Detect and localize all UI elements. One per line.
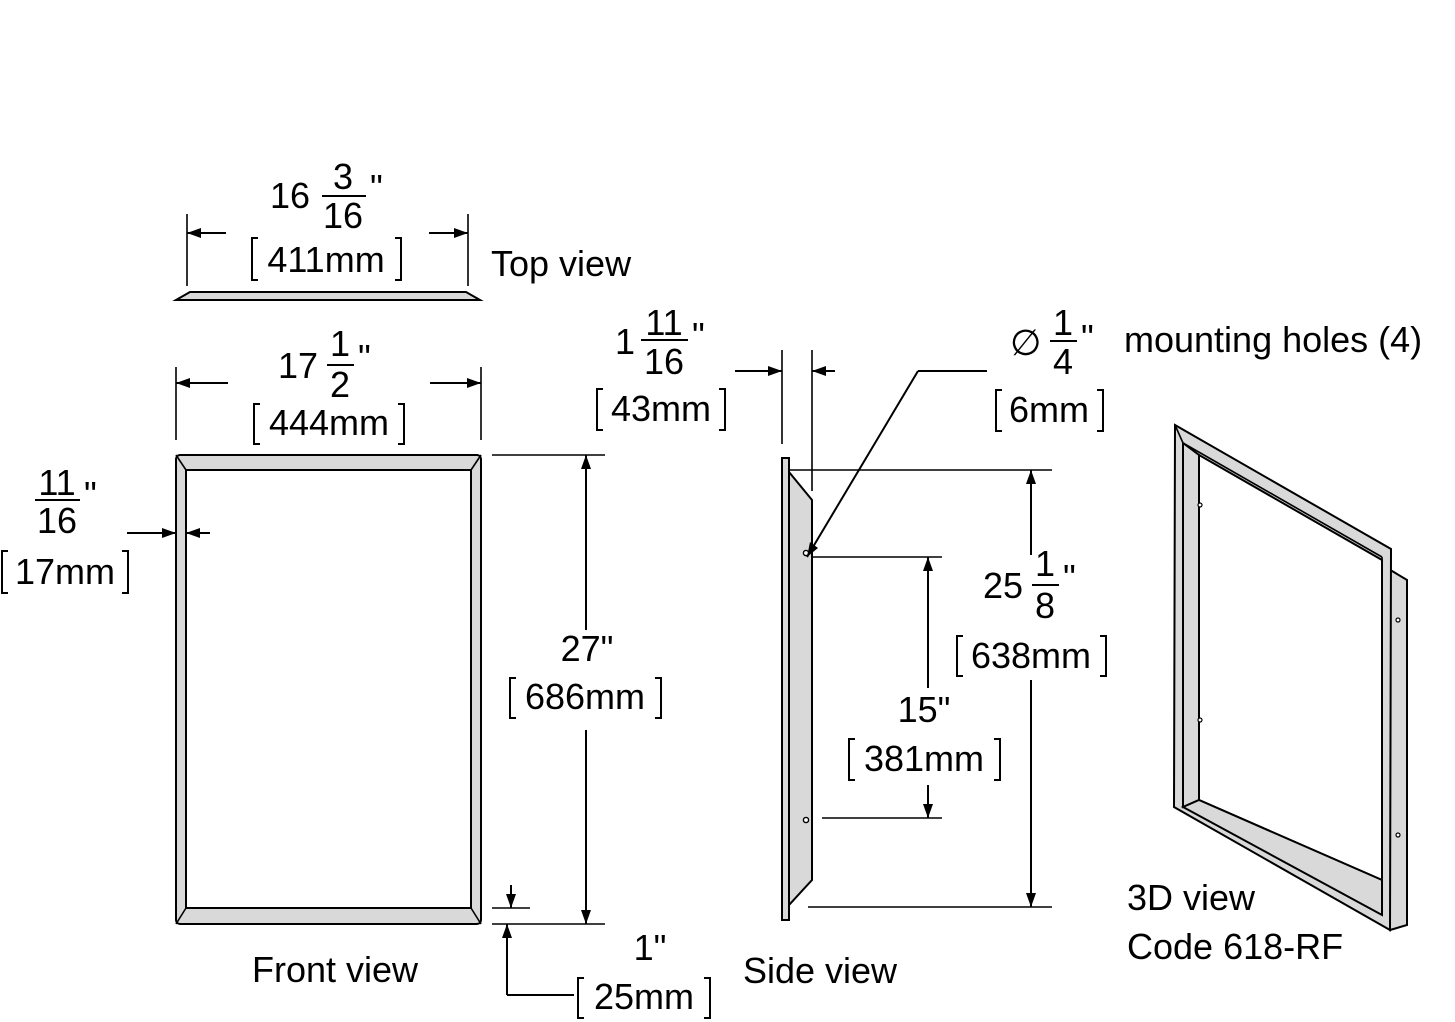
side-flange bbox=[781, 457, 790, 921]
front-view: 17 1 2 " 444mm 11 16 " 17mm 27" 686mm bbox=[1, 323, 711, 1019]
top-view: 16 3 16 " 411mm Top view bbox=[172, 156, 632, 301]
top-width-numerator: 3 bbox=[333, 156, 353, 197]
code-label: Code 618-RF bbox=[1127, 926, 1343, 967]
three-d-view: 3D view Code 618-RF bbox=[1127, 423, 1408, 967]
side-view-label: Side view bbox=[743, 950, 898, 991]
flange-numerator: 11 bbox=[38, 462, 75, 503]
depth-denominator: 16 bbox=[644, 341, 684, 382]
inner-height-denominator: 8 bbox=[1035, 585, 1055, 626]
three-d-inner-left-wall bbox=[1182, 441, 1200, 809]
front-width-denominator: 2 bbox=[330, 364, 350, 405]
inner-height-whole: 25 bbox=[983, 565, 1023, 606]
top-width-denominator: 16 bbox=[323, 195, 363, 236]
bottom-offset-value: 1" bbox=[634, 927, 667, 968]
top-width-unit: " bbox=[370, 167, 383, 208]
bottom-offset-mm: 25mm bbox=[594, 976, 694, 1017]
flange-unit: " bbox=[84, 474, 97, 515]
depth-unit: " bbox=[692, 315, 705, 356]
front-frame-opening bbox=[185, 469, 472, 909]
side-body bbox=[788, 469, 813, 908]
hole-spacing-mm: 381mm bbox=[864, 738, 984, 779]
front-view-label: Front view bbox=[252, 949, 419, 990]
inner-height-mm: 638mm bbox=[971, 635, 1091, 676]
hole-note: mounting holes (4) bbox=[1124, 319, 1422, 360]
height-mm: 686mm bbox=[525, 676, 645, 717]
front-width-unit: " bbox=[358, 337, 371, 378]
side-view: 1 11 16 " 43mm ∅ 1 4 " mounting holes (4… bbox=[596, 302, 1422, 991]
depth-whole: 1 bbox=[615, 321, 635, 362]
top-view-label: Top view bbox=[491, 243, 632, 284]
hole-diameter-symbol: ∅ bbox=[1010, 322, 1041, 363]
front-width-whole: 17 bbox=[278, 345, 318, 386]
mounting-hole-lower bbox=[802, 816, 810, 824]
front-width-numerator: 1 bbox=[330, 323, 350, 364]
front-width-mm: 444mm bbox=[269, 402, 389, 443]
hole-numerator: 1 bbox=[1053, 302, 1073, 343]
height-value: 27" bbox=[561, 628, 614, 669]
flange-denominator: 16 bbox=[37, 500, 77, 541]
three-d-view-label: 3D view bbox=[1127, 877, 1256, 918]
top-width-mm: 411mm bbox=[267, 239, 384, 280]
top-width-whole: 16 bbox=[270, 175, 310, 216]
top-view-profile bbox=[172, 291, 484, 301]
hole-denominator: 4 bbox=[1053, 341, 1073, 382]
depth-mm: 43mm bbox=[611, 388, 711, 429]
inner-height-unit: " bbox=[1063, 557, 1076, 598]
depth-numerator: 11 bbox=[645, 302, 682, 343]
hole-mm: 6mm bbox=[1009, 389, 1089, 430]
hole-unit: " bbox=[1081, 317, 1094, 358]
hole-spacing-value: 15" bbox=[898, 689, 951, 730]
flange-mm: 17mm bbox=[15, 551, 115, 592]
inner-height-numerator: 1 bbox=[1035, 543, 1055, 584]
